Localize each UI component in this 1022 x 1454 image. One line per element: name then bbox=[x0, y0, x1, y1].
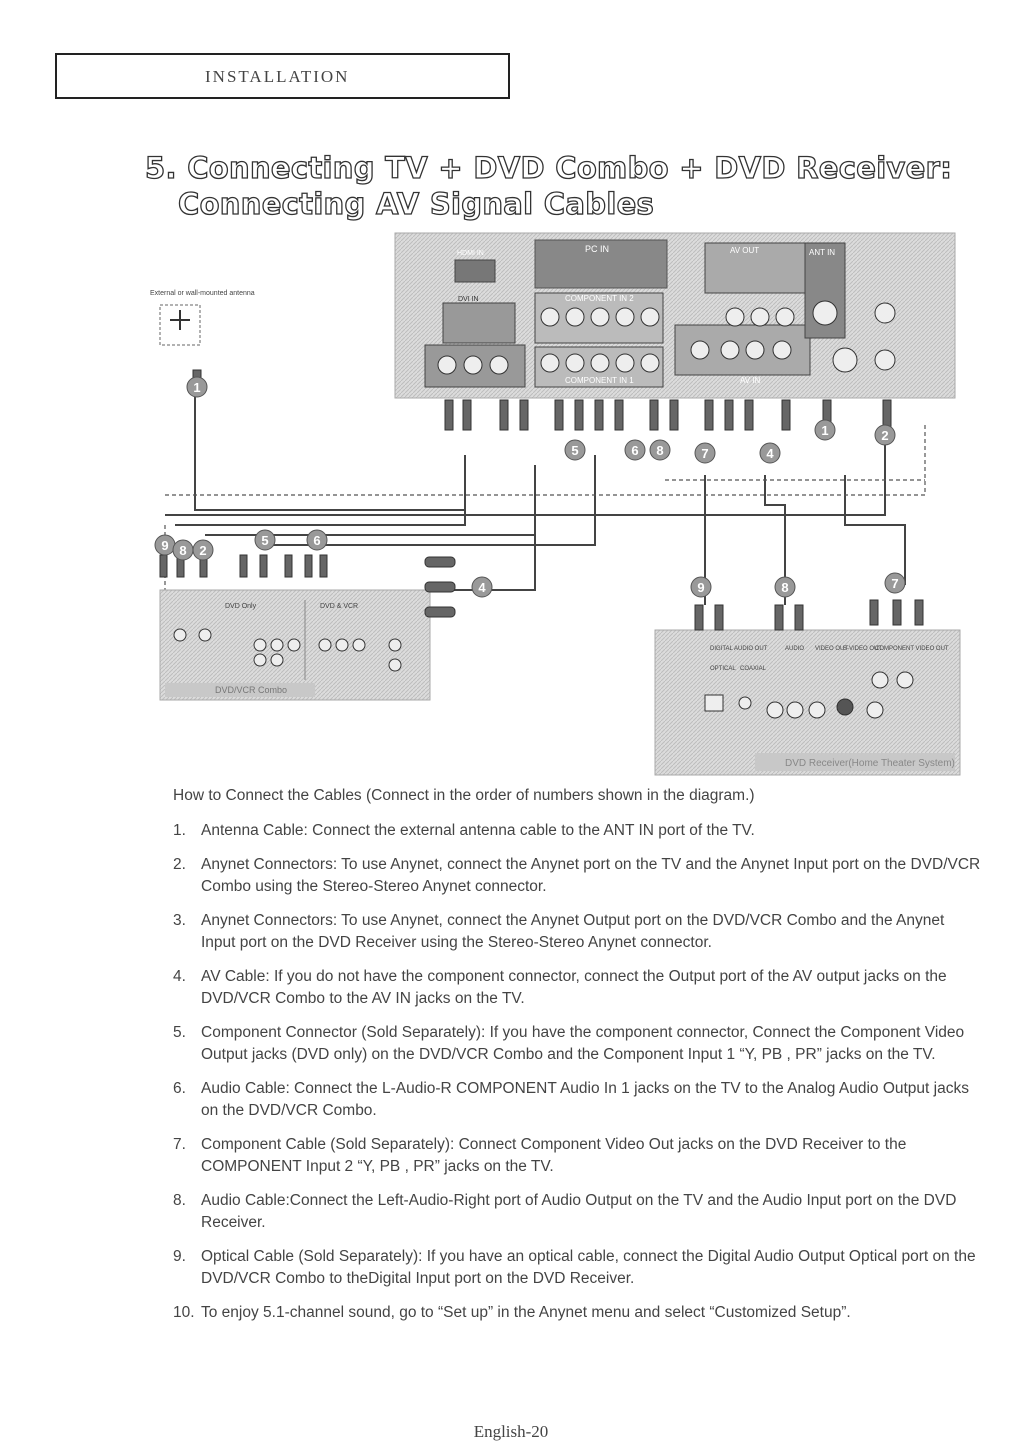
callout-7-top: 7 bbox=[701, 446, 708, 461]
callout-1-antenna: 1 bbox=[193, 380, 200, 395]
page-title: 5. Connecting TV + DVD Combo + DVD Recei… bbox=[144, 150, 1005, 222]
section-header-box: INSTALLATION bbox=[55, 53, 510, 99]
callout-9-combo: 9 bbox=[161, 538, 168, 553]
callout-2-top: 2 bbox=[881, 428, 888, 443]
callout-8-top: 8 bbox=[656, 443, 663, 458]
dvd-vcr-combo-label: DVD/VCR Combo bbox=[215, 685, 287, 695]
callout-2-combo: 2 bbox=[199, 543, 206, 558]
step-item: 3.Anynet Connectors: To use Anynet, conn… bbox=[173, 912, 945, 951]
antenna-icon: External or wall-mounted antenna bbox=[150, 290, 255, 346]
callout-6-top: 6 bbox=[631, 443, 638, 458]
callout-5-top: 5 bbox=[571, 443, 578, 458]
tv-rear-panel: PC IN HDMI IN DVI IN COMPONENT IN 2 COMP… bbox=[394, 232, 956, 399]
receiver-audio-label: AUDIO bbox=[785, 646, 804, 652]
step-item: 2.Anynet Connectors: To use Anynet, conn… bbox=[173, 856, 981, 895]
title-line-2: Connecting AV Signal Cables bbox=[177, 186, 655, 221]
callout-8-receiver: 8 bbox=[781, 580, 788, 595]
step-item: 1.Antenna Cable: Connect the external an… bbox=[173, 822, 755, 839]
video-out-label: VIDEO OUT bbox=[815, 646, 848, 652]
dvd-only-label: DVD Only bbox=[225, 603, 257, 610]
step-item: 6.Audio Cable: Connect the L-Audio-R COM… bbox=[173, 1080, 969, 1119]
pc-in-label: PC IN bbox=[585, 244, 609, 254]
optical-label: OPTICAL bbox=[710, 666, 736, 672]
dvd-receiver-label: DVD Receiver(Home Theater System) bbox=[785, 758, 955, 769]
callout-8-combo: 8 bbox=[179, 543, 186, 558]
callout-5-combo: 5 bbox=[261, 533, 268, 548]
section-header-label: INSTALLATION bbox=[205, 67, 350, 86]
dvd-receiver-panel: DIGITAL AUDIO OUT OPTICAL COAXIAL AUDIO … bbox=[654, 629, 961, 776]
step-item: 5.Component Connector (Sold Separately):… bbox=[173, 1024, 965, 1063]
title-line-1: 5. Connecting TV + DVD Combo + DVD Recei… bbox=[144, 150, 953, 185]
callout-1-top: 1 bbox=[821, 423, 828, 438]
step-item: 7.Component Cable (Sold Separately): Con… bbox=[173, 1136, 907, 1175]
av-in-label: AV IN bbox=[740, 376, 761, 385]
hdmi-in-label: HDMI IN bbox=[457, 250, 484, 257]
callout-7-receiver: 7 bbox=[891, 576, 898, 591]
cables bbox=[165, 370, 906, 605]
component-in-1-label: COMPONENT IN 1 bbox=[565, 376, 634, 385]
component-video-out-label: COMPONENT VIDEO OUT bbox=[875, 646, 949, 652]
digital-audio-out-label: DIGITAL AUDIO OUT bbox=[710, 646, 768, 652]
dvd-vcr-combo-panel: DVD Only DVD & VCR DVD/VCR Combo bbox=[159, 589, 431, 701]
dvi-in-label: DVI IN bbox=[458, 296, 479, 303]
instruction-steps: 1.Antenna Cable: Connect the external an… bbox=[173, 820, 983, 1336]
page-number: English-20 bbox=[473, 1422, 549, 1441]
connection-diagram: PC IN HDMI IN DVI IN COMPONENT IN 2 COMP… bbox=[150, 232, 961, 776]
step-item: 10.To enjoy 5.1-channel sound, go to “Se… bbox=[173, 1304, 851, 1321]
ant-in-label: ANT IN bbox=[809, 248, 835, 257]
svideo-out-label: S-VIDEO OUT bbox=[843, 646, 882, 652]
antenna-label: External or wall-mounted antenna bbox=[150, 290, 255, 297]
callout-4-top: 4 bbox=[766, 446, 774, 461]
callout-4-combo: 4 bbox=[478, 580, 486, 595]
av-out-label: AV OUT bbox=[730, 246, 759, 255]
coaxial-label: COAXIAL bbox=[740, 666, 767, 672]
callout-9-receiver: 9 bbox=[697, 580, 704, 595]
step-item: 9.Optical Cable (Sold Separately): If yo… bbox=[173, 1248, 976, 1287]
instructions-intro: How to Connect the Cables (Connect in th… bbox=[173, 787, 755, 804]
step-item: 8.Audio Cable:Connect the Left-Audio-Rig… bbox=[173, 1192, 957, 1231]
step-item: 4.AV Cable: If you do not have the compo… bbox=[173, 968, 947, 1007]
callout-6-combo: 6 bbox=[313, 533, 320, 548]
component-in-2-label: COMPONENT IN 2 bbox=[565, 294, 634, 303]
dvd-vcr-label: DVD & VCR bbox=[320, 603, 358, 610]
